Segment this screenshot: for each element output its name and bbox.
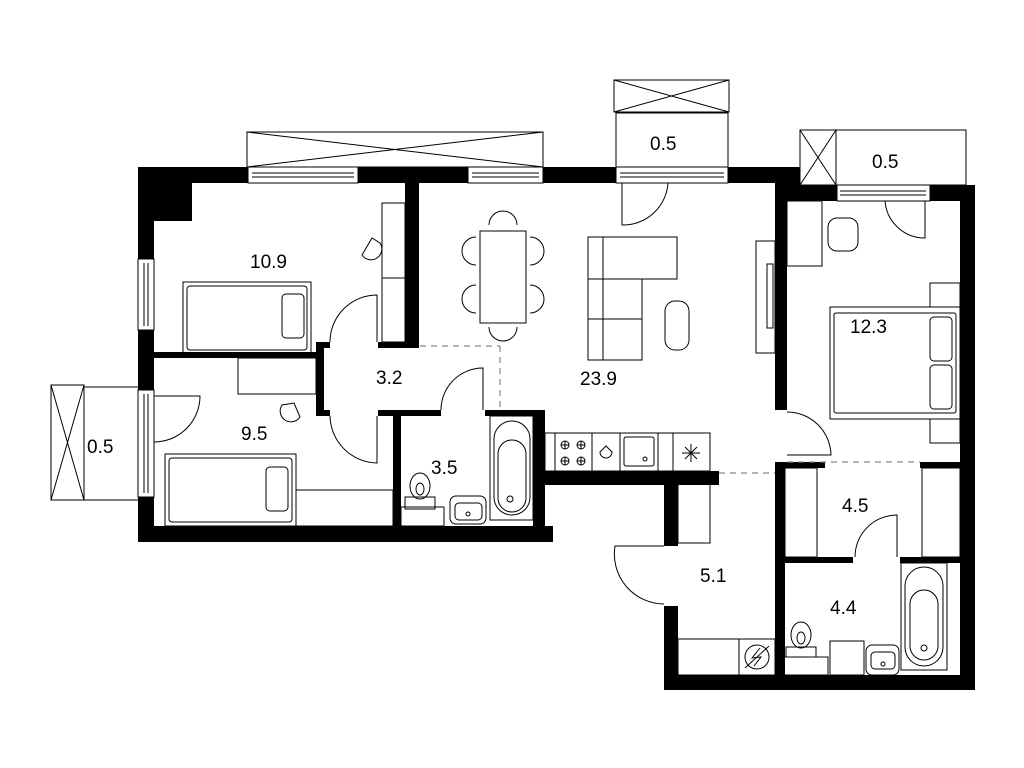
nightstand-icon (929, 282, 961, 444)
chair-icon (279, 402, 301, 423)
room-area-label: 3.2 (376, 368, 402, 389)
single-bed-icon (182, 281, 312, 355)
coffee-table-icon (664, 300, 690, 351)
kitchen-counter (544, 432, 711, 472)
toilet-icon (400, 472, 445, 527)
balcony-right[interactable]: 0.5 (799, 129, 967, 186)
room-area-label: 9.5 (241, 424, 267, 445)
room-bedroom-2[interactable]: 9.5 (164, 357, 394, 527)
cabinet-icon (829, 640, 865, 676)
doors (153, 182, 926, 605)
desk-icon (237, 357, 317, 395)
room-area-label: 10.9 (250, 252, 287, 273)
bathtub-icon (489, 415, 534, 521)
room-area-label: 23.9 (580, 369, 617, 390)
shelf-icon (295, 489, 394, 527)
stove-icon (560, 440, 586, 466)
water-tap-icon (599, 445, 613, 459)
room-living-kitchen[interactable]: 23.9 (461, 210, 776, 472)
storage-cabinet (677, 638, 776, 676)
room-wardrobe[interactable]: 4.5 (784, 467, 961, 558)
desk-icon (381, 202, 406, 343)
desk-icon (786, 200, 823, 267)
bathtub-icon (900, 562, 948, 671)
balcony-top[interactable]: 0.5 (613, 79, 730, 168)
room-entrance-hall[interactable]: 5.1 (677, 476, 776, 676)
room-bedroom-1[interactable]: 10.9 (182, 202, 406, 355)
wardrobe-cabinet-icon (677, 476, 711, 544)
washbasin-icon (449, 495, 487, 525)
planter-box-top (246, 131, 544, 168)
fridge-icon (682, 444, 700, 462)
room-bathroom-1[interactable]: 3.5 (400, 415, 534, 527)
dining-table-icon (461, 210, 545, 342)
room-bedroom-master[interactable]: 12.3 (786, 200, 961, 444)
room-bathroom-2[interactable]: 4.4 (782, 562, 948, 676)
room-area-label: 3.5 (431, 458, 457, 479)
washbasin-icon (865, 644, 900, 676)
balcony-left[interactable]: 0.5 (50, 384, 141, 501)
room-area-label: 5.1 (700, 566, 726, 587)
windows (137, 166, 931, 498)
tv-stand-icon (755, 240, 776, 354)
sofa-icon (587, 236, 678, 361)
walls (138, 167, 975, 690)
room-area-label: 4.4 (830, 598, 857, 619)
room-area-label: 12.3 (850, 317, 887, 338)
room-area-label: 0.5 (650, 134, 676, 155)
chair-icon (361, 237, 383, 261)
single-bed-icon (164, 453, 297, 527)
room-area-label: 0.5 (87, 437, 113, 458)
sink-icon (623, 436, 655, 467)
double-bed-icon (829, 306, 961, 420)
room-area-label: 4.5 (842, 496, 868, 517)
room-area-label: 0.5 (872, 152, 898, 173)
chair-icon (827, 217, 859, 252)
electrical-panel-icon (744, 644, 770, 670)
zone-dividers (420, 345, 920, 474)
room-hallway[interactable]: 3.2 (376, 368, 402, 389)
toilet-icon (782, 621, 829, 676)
